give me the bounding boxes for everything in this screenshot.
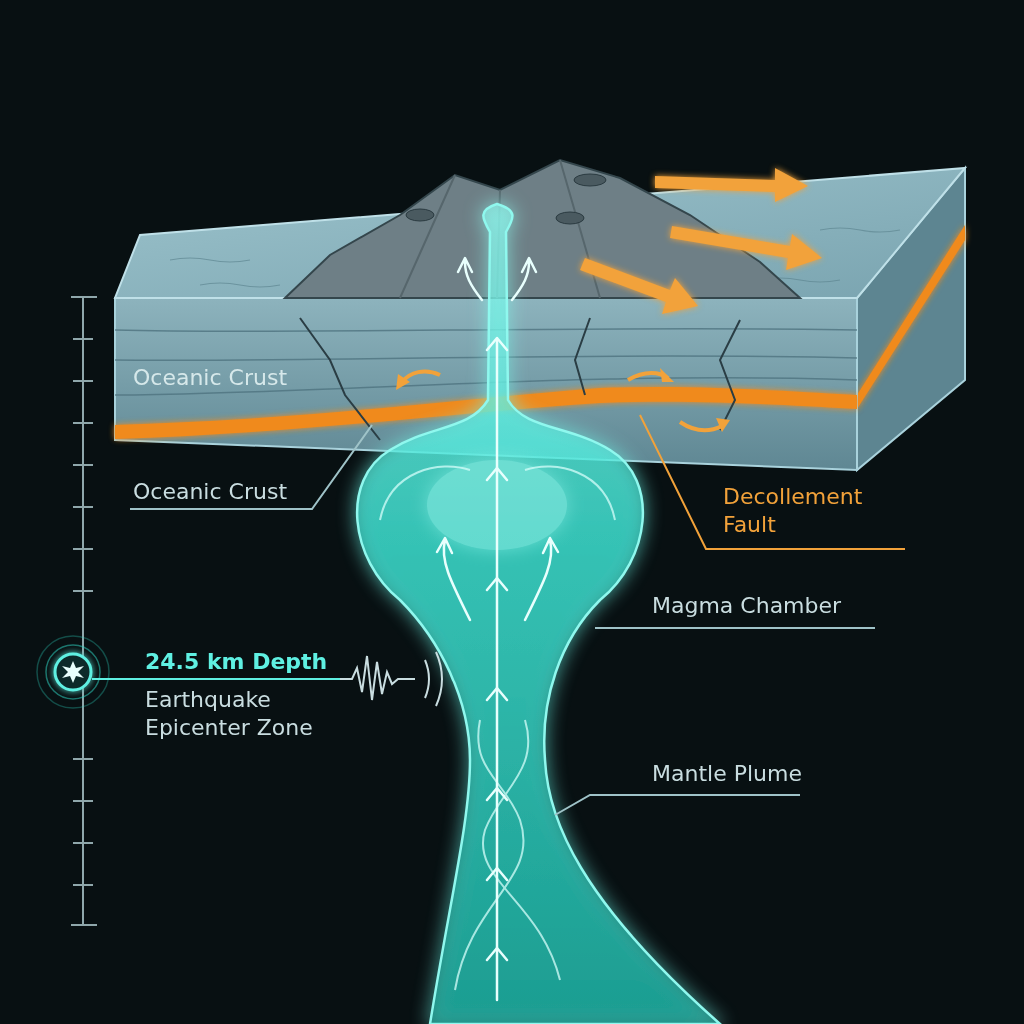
crack [300, 318, 380, 440]
scale-tick [73, 338, 93, 340]
slip-arrows [402, 371, 722, 430]
scale-tick [73, 380, 93, 382]
part-label: Magma Chamber [652, 592, 952, 620]
ripple [200, 283, 280, 287]
ring [37, 636, 109, 708]
marker-line [92, 678, 340, 680]
swirl [483, 720, 560, 980]
scale-tick [73, 506, 93, 508]
leader-lines [130, 425, 875, 815]
scale-tick [71, 296, 97, 298]
motion-arrows [580, 168, 822, 314]
flow-arrow [525, 538, 558, 620]
stratum-line [115, 356, 857, 360]
part-label: Oceanic Crust [133, 478, 393, 506]
crack [720, 320, 740, 430]
crater [556, 212, 584, 224]
motion-arrow [580, 258, 698, 314]
star [62, 661, 84, 683]
crack [575, 318, 590, 395]
depth-scale [71, 297, 97, 925]
leader-line [595, 627, 875, 629]
leader-line [555, 795, 800, 815]
scale-tick [73, 884, 93, 886]
scale-tick [73, 842, 93, 844]
ripple [820, 228, 900, 232]
crater [406, 209, 434, 221]
swirl [525, 467, 615, 520]
swirl [380, 467, 470, 520]
motion-arrow [655, 168, 808, 202]
depth-label: 24.5 km Depth [145, 648, 375, 676]
slip-arrow [402, 371, 440, 382]
scale-tick [73, 464, 93, 466]
scale-tick [73, 422, 93, 424]
flow-arrow [512, 258, 536, 300]
crater [574, 174, 606, 186]
scale-tick [73, 548, 93, 550]
flow-arrow [437, 538, 470, 620]
scale-axis [82, 297, 84, 925]
flow-arrow [458, 258, 482, 300]
arrowhead [716, 418, 730, 432]
scale-tick [73, 800, 93, 802]
slip-arrowheads [396, 368, 730, 432]
ripple [170, 258, 250, 262]
flow-line [496, 340, 499, 1000]
part-label: Mantle Plume [652, 760, 952, 788]
stratum-line [115, 329, 857, 332]
scale-tick [71, 924, 97, 926]
flow-arrows [437, 258, 558, 1000]
scale-tick [73, 590, 93, 592]
scale-tick [73, 758, 93, 760]
chevrons [487, 338, 507, 960]
seismic-wave [340, 656, 415, 700]
arrowhead [660, 368, 674, 382]
wave-arcs [425, 652, 442, 706]
part-label: Oceanic Crust [133, 364, 393, 392]
ring [46, 645, 100, 699]
motion-arrow [670, 226, 822, 270]
arrowhead [396, 374, 410, 390]
swirl [455, 720, 524, 990]
zone-label: Earthquake Epicenter Zone [145, 686, 360, 742]
ring [55, 654, 91, 690]
slip-arrow [680, 422, 722, 430]
fault-label: Decollement Fault [723, 483, 908, 539]
